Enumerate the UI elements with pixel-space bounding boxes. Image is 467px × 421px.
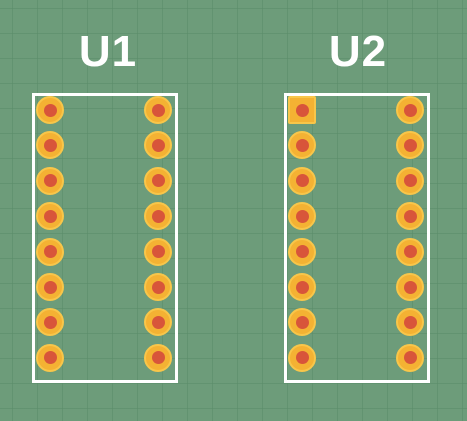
u2-pad-4 <box>288 202 316 231</box>
u2-pad-5 <box>288 237 316 266</box>
u1-drill-hole-13 <box>151 209 165 223</box>
u1-drill-hole-16 <box>151 103 165 117</box>
u1-drill-hole-9 <box>151 351 165 365</box>
u2-drill-hole-13 <box>403 209 417 223</box>
u2-drill-hole-7 <box>295 315 309 329</box>
u2-drill-hole-8 <box>295 351 309 365</box>
u2-drill-hole-4 <box>295 209 309 223</box>
u2-pad-6 <box>288 273 316 301</box>
u1-pad-4 <box>36 202 64 231</box>
u2-drill-hole-15 <box>403 138 417 152</box>
u1-drill-hole-4 <box>43 209 57 223</box>
u2-pad-13 <box>396 202 424 231</box>
u2-drill-hole-3 <box>295 174 309 188</box>
u2-pad-9 <box>396 343 424 372</box>
u2-pad-14 <box>396 166 424 195</box>
u1-drill-hole-15 <box>151 138 165 152</box>
u1-pad-1 <box>36 96 64 124</box>
u1-pad-15 <box>144 131 172 160</box>
u2-drill-hole-16 <box>403 103 417 117</box>
u1-drill-hole-12 <box>151 245 165 259</box>
u2-pad-2 <box>288 131 316 160</box>
u2-drill-hole-10 <box>403 315 417 329</box>
u1-pad-13 <box>144 202 172 231</box>
u1-silkscreen-outline <box>32 93 178 383</box>
u1-pad-5 <box>36 237 64 266</box>
u1-drill-hole-1 <box>43 103 57 117</box>
u1-pad-8 <box>36 343 64 372</box>
u2-drill-hole-5 <box>295 245 309 259</box>
u1-drill-hole-10 <box>151 315 165 329</box>
u1-drill-hole-2 <box>43 138 57 152</box>
u2-silkscreen-outline <box>284 93 430 383</box>
u1-pad-3 <box>36 166 64 195</box>
u2-pad-10 <box>396 308 424 337</box>
u1-pad-12 <box>144 237 172 266</box>
u1-pad-6 <box>36 273 64 301</box>
u1-designator-label: U1 <box>78 27 138 76</box>
u2-drill-hole-1 <box>295 103 309 117</box>
u1-drill-hole-11 <box>151 280 165 294</box>
u1-drill-hole-8 <box>43 351 57 365</box>
u2-drill-hole-14 <box>403 174 417 188</box>
u2-pad-3 <box>288 166 316 195</box>
u1-pad-11 <box>144 273 172 301</box>
u1-pad-16 <box>144 96 172 124</box>
u2-pad-11 <box>396 273 424 301</box>
u1-drill-hole-14 <box>151 174 165 188</box>
u2-drill-hole-9 <box>403 351 417 365</box>
u2-pad-1 <box>288 96 316 124</box>
u2-drill-hole-2 <box>295 138 309 152</box>
u1-pad-9 <box>144 343 172 372</box>
u1-pad-10 <box>144 308 172 337</box>
u1-drill-hole-5 <box>43 245 57 259</box>
u2-pad-16 <box>396 96 424 124</box>
u2-drill-hole-11 <box>403 280 417 294</box>
u1-drill-hole-6 <box>43 280 57 294</box>
u2-pad-15 <box>396 131 424 160</box>
u2-drill-hole-6 <box>295 280 309 294</box>
u1-drill-hole-3 <box>43 174 57 188</box>
u1-drill-hole-7 <box>43 315 57 329</box>
u1-pad-7 <box>36 308 64 337</box>
u2-pad-7 <box>288 308 316 337</box>
u2-pad-8 <box>288 343 316 372</box>
u2-pad-12 <box>396 237 424 266</box>
u2-designator-label: U2 <box>328 27 388 76</box>
u1-pad-2 <box>36 131 64 160</box>
u1-pad-14 <box>144 166 172 195</box>
u2-drill-hole-12 <box>403 245 417 259</box>
